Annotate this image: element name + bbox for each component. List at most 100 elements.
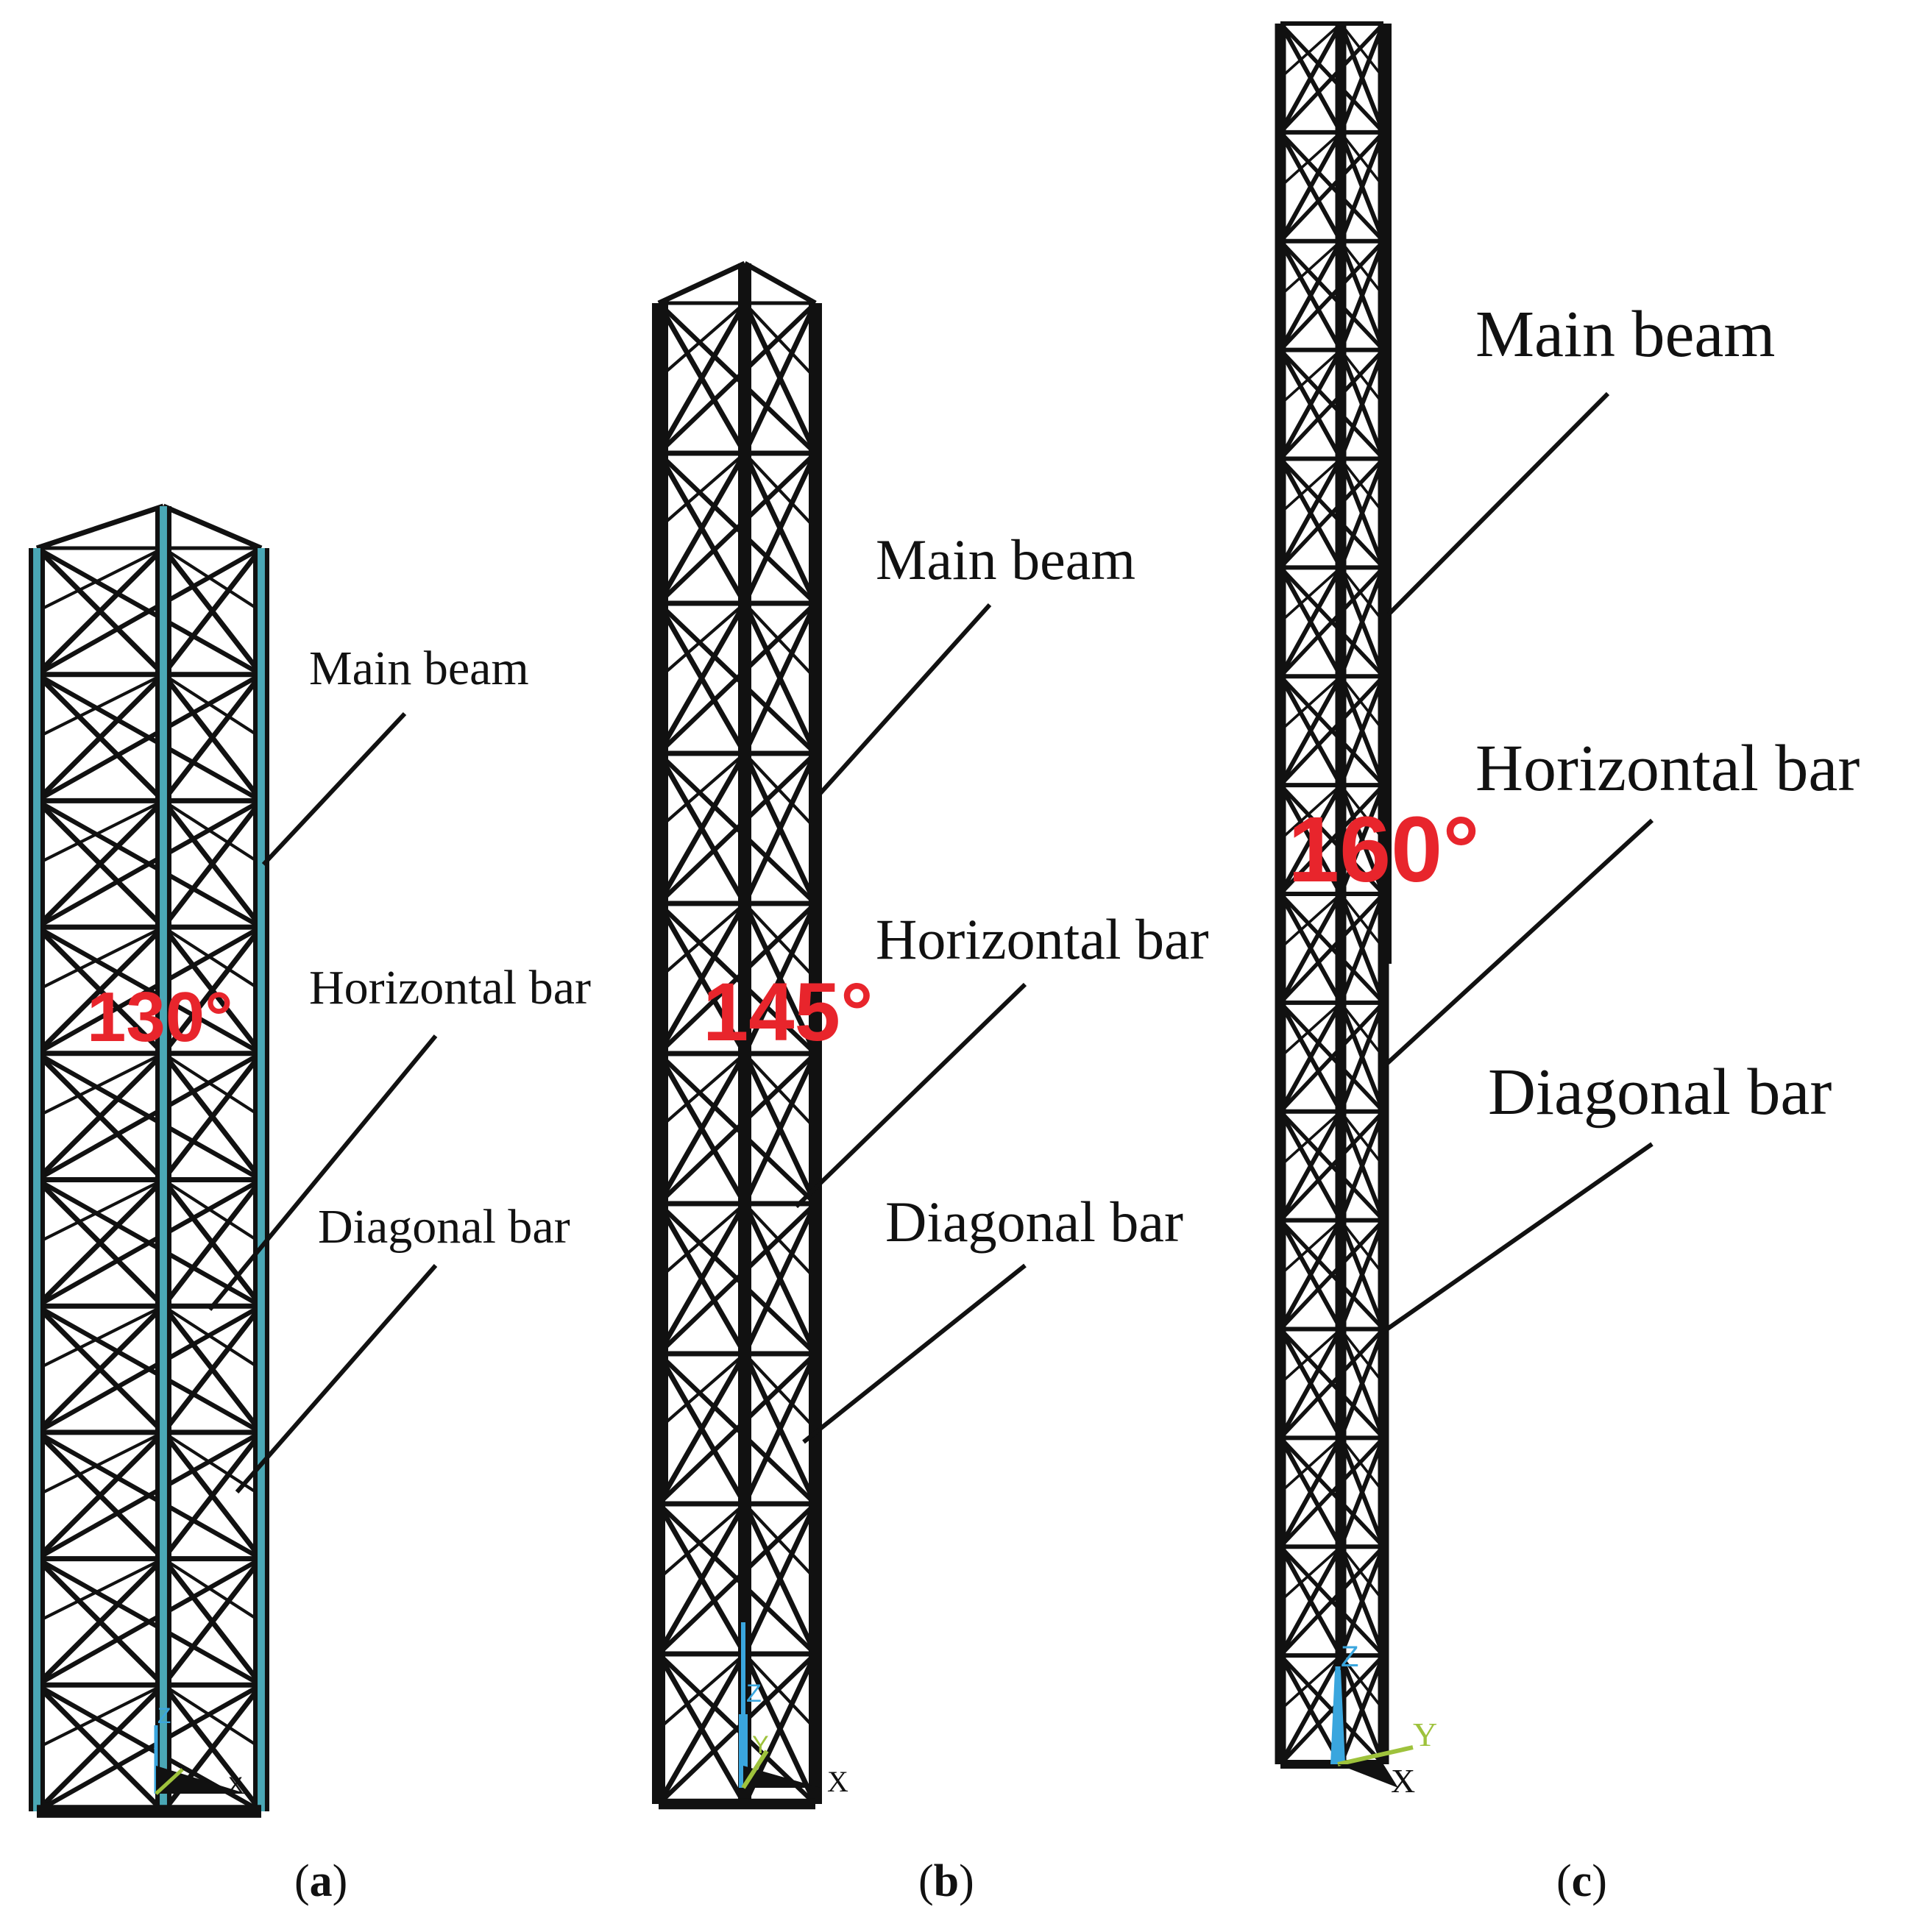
diagonal-bar [1279,457,1385,569]
diagonal-bar [1278,784,1343,895]
diagonal-bar [1339,240,1386,351]
diagonal-bar [162,926,263,992]
diagonal-bar [1279,566,1385,678]
diagonal-bar [1278,1436,1343,1548]
diagonal-bar [656,1502,818,1656]
diagonal-bar [743,1052,817,1130]
diagonal-bar [657,1352,746,1430]
diagonal-bar [656,451,818,605]
caption-letter-a: a [309,1856,333,1906]
diagonal-bar [162,1557,263,1624]
diagonal-bar [657,1502,746,1580]
diagonal-bar [1339,892,1386,1004]
diagonal-bar [35,925,263,1056]
diagonal-bar [657,602,746,680]
diagonal-bar [1279,458,1342,514]
diagonal-bar [35,1177,263,1308]
diagonal-bar [35,798,166,929]
diagonal-bar [36,1178,164,1245]
diagonal-bar [1279,784,1385,895]
diagonal-bar [743,1502,817,1580]
diagonal-bar [742,1052,818,1205]
diagonal-bar [36,547,164,613]
main-beam-label-b: Main beam [876,528,1136,592]
diagonal-bar [1339,22,1386,133]
diagonal-bar [35,1683,166,1814]
diagonal-bar [35,925,166,1056]
diagonal-bar [657,1202,746,1280]
caption-letter-b: b [933,1856,960,1906]
diagonal-bar [656,1352,748,1505]
diagonal-bar [657,302,746,380]
diagonal-bar [743,1652,817,1730]
axis-z-label-a: Z [157,1704,171,1728]
diagonal-bar [1279,1219,1342,1276]
diagonal-bar [1339,567,1386,678]
diagonal-bar [35,1556,263,1688]
axis-x-label-b: X [827,1765,848,1798]
leader-diagonal-bar-a [235,1264,438,1494]
diagonal-bar [1278,1219,1343,1330]
diagonal-bar [35,1178,166,1308]
diagonal-bar [1279,1327,1385,1440]
angle-label-c: 160° [1288,798,1480,901]
diagonal-bar [1339,1110,1385,1167]
main-beam-label-c: Main beam [1475,298,1776,371]
diagonal-bar [1279,1109,1385,1222]
diagonal-bar [1279,240,1342,297]
leader-diagonal-bar-c [1382,1142,1654,1334]
leader-main-beam-c [1386,391,1610,617]
diagonal-bar [1339,1328,1386,1439]
diagonal-bar [1278,566,1343,678]
diagonal-bar-label-a: Diagonal bar [318,1200,570,1254]
diagonal-bar [656,1652,748,1805]
diagonal-bar [1278,349,1343,460]
diagonal-bar [36,1304,164,1371]
diagonal-bar [35,1051,263,1182]
diagonal-bar [1278,1328,1343,1439]
diagonal-bar [1339,1001,1386,1112]
diagonal-bar [162,799,263,866]
diagonal-bar [36,1431,164,1497]
diagonal-bar [1278,1110,1343,1222]
diagonal-bar [656,1502,748,1655]
caption-b: (b) [918,1856,974,1906]
diagonal-bar [1339,349,1386,460]
diagonal-bar [1339,458,1385,514]
diagonal-bar [162,1052,263,1118]
diagonal-bar [656,752,748,905]
diagonal-bar [1339,22,1385,79]
diagonal-bar [162,1304,263,1371]
diagonal-bar [1279,675,1385,786]
axis-triad-c [1330,1666,1414,1788]
top-cap-bar [657,260,746,306]
diagonal-bar [161,799,263,929]
axis-y-label-c: Y [1413,1716,1438,1753]
diagonal-bar [1278,131,1343,243]
diagonal-bar [1279,892,1342,950]
diagonal-bar [743,602,817,680]
leader-horizontal-bar-a [208,1034,438,1311]
axis-y-label-b: Y [752,1731,769,1759]
diagonal-bar [1339,240,1385,296]
diagonal-bar [1279,784,1342,841]
diagonal-bar [1279,131,1385,243]
diagonal-bar [1339,1546,1386,1657]
diagonal-bar [35,546,263,677]
diagonal-bar [1279,892,1385,1004]
diagonal-bar [1339,784,1385,841]
diagonal-bar [742,1502,818,1655]
diagonal-bar [1279,1654,1342,1711]
diagonal-bar [1279,1545,1342,1602]
axis-z-label-b: Z [746,1680,762,1708]
diagonal-bar [656,1652,818,1806]
diagonal-bar [35,1430,263,1561]
caption-c: (c) [1556,1856,1607,1906]
diagonal-bar [1278,22,1343,134]
diagonal-bar [35,1304,166,1435]
diagonal-bar [1339,1437,1385,1494]
diagonal-bar [36,1683,164,1750]
diagonal-bar [743,452,817,530]
diagonal-bar [161,1051,263,1182]
top-cap-bar [743,260,817,306]
